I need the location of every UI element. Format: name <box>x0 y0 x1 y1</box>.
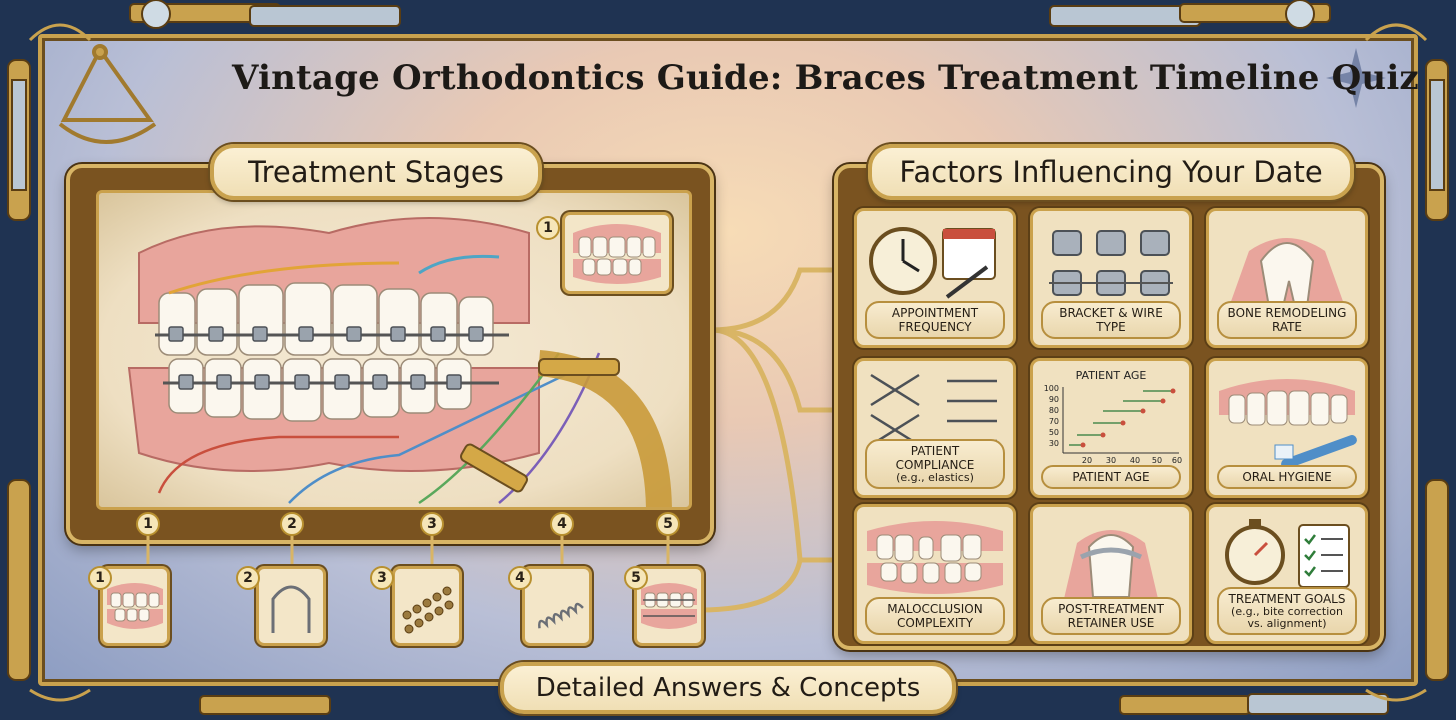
elastics-icon <box>870 373 997 447</box>
stage-card-badge: 5 <box>624 566 648 590</box>
factor-label: Bracket & Wire Type <box>1041 301 1181 339</box>
stage-marker-badge: 3 <box>420 512 444 536</box>
factor-card-patient-compliance[interactable]: Patient Compliance(e.g., elastics) <box>854 358 1016 498</box>
factor-label: Treatment Goals(e.g., bite correction vs… <box>1217 587 1357 635</box>
page-title: Vintage Orthodontics Guide: Braces Treat… <box>232 58 1419 98</box>
telescope-icon <box>129 0 1331 29</box>
braces-teeth-icon <box>641 583 697 629</box>
stage-card-5[interactable] <box>634 566 704 646</box>
age-chart-x-tick: 20 <box>1082 456 1092 465</box>
age-chart-x-tick: 60 <box>1172 456 1182 465</box>
stage-marker-badge: 1 <box>136 512 160 536</box>
factor-card-malocclusion-complexity[interactable]: Malocclusion Complexity <box>854 504 1016 644</box>
stage-card-2[interactable] <box>256 566 326 646</box>
stage-card-badge: 4 <box>508 566 532 590</box>
teeth-icon <box>573 224 661 284</box>
telescope-icon <box>199 693 1389 715</box>
age-chart-x-tick: 30 <box>1106 456 1116 465</box>
factor-card-oral-hygiene[interactable]: Oral Hygiene <box>1206 358 1368 498</box>
age-chart-y-tick: 50 <box>1049 428 1059 437</box>
age-chart-x-tick: 50 <box>1152 456 1162 465</box>
factor-label: Malocclusion Complexity <box>865 597 1005 635</box>
stage-card-badge: 2 <box>236 566 260 590</box>
spring-icon <box>538 602 584 629</box>
malocclusion-icon <box>867 521 1003 594</box>
factors-banner: Factors Influencing Your Date <box>868 144 1354 200</box>
flourish-icon <box>28 23 1428 702</box>
factor-label: Post-Treatment Retainer Use <box>1041 597 1181 635</box>
stage-thumbnail-card[interactable] <box>562 212 672 294</box>
factor-card-treatment-goals[interactable]: Treatment Goals(e.g., bite correction vs… <box>1206 504 1368 644</box>
compass-star-icon <box>1326 48 1386 108</box>
stage-card-badge: 1 <box>88 566 112 590</box>
stage-marker-badge: 4 <box>550 512 574 536</box>
stage-marker-badge: 2 <box>280 512 304 536</box>
factor-label: PATIENT AGE <box>1041 465 1181 489</box>
toothbrush-icon <box>1219 379 1357 469</box>
stopwatch-checklist-icon <box>1225 519 1350 588</box>
braces-teeth-icon <box>127 217 672 514</box>
age-chart-y-tick: 100 <box>1044 384 1059 393</box>
factor-label: Appointment Frequency <box>865 301 1005 339</box>
side-pillar-icon <box>7 59 1449 681</box>
sextant-icon <box>58 44 157 144</box>
stage-card-4[interactable] <box>522 566 592 646</box>
age-chart-y-tick: 30 <box>1049 439 1059 448</box>
treatment-stages-banner: Treatment Stages <box>210 144 542 200</box>
clock-calendar-icon <box>869 227 996 299</box>
age-chart-y-tick: 80 <box>1049 406 1059 415</box>
factor-card-bone-remodeling-rate[interactable]: Bone Remodeling Rate <box>1206 208 1368 348</box>
factor-card-appointment-frequency[interactable]: Appointment Frequency <box>854 208 1016 348</box>
factor-card-post-treatment-retainer-use[interactable]: Post-Treatment Retainer Use <box>1030 504 1192 644</box>
factor-label: Patient Compliance(e.g., elastics) <box>865 439 1005 489</box>
chain-elastics-icon <box>402 586 454 634</box>
age-chart-icon: PATIENT AGE 100 90 80 70 50 30 20 30 40 … <box>1044 369 1182 465</box>
factor-card-bracket-wire-type[interactable]: Bracket & Wire Type <box>1030 208 1192 348</box>
age-chart-y-tick: 90 <box>1049 395 1059 404</box>
tooth-bone-icon <box>1229 238 1345 308</box>
teeth-icon <box>107 583 163 629</box>
stage-card-badge: 3 <box>370 566 394 590</box>
age-chart-x-tick: 40 <box>1130 456 1140 465</box>
age-chart-title: PATIENT AGE <box>1076 369 1147 382</box>
factor-label: Bone Remodeling Rate <box>1217 301 1357 339</box>
stage-marker-badge: 5 <box>656 512 680 536</box>
detailed-answers-button[interactable]: Detailed Answers & Concepts <box>500 662 956 714</box>
teeth-illustration <box>96 190 692 514</box>
age-chart-y-tick: 70 <box>1049 417 1059 426</box>
stage-card-3[interactable] <box>392 566 462 646</box>
connector-lines <box>699 267 834 613</box>
factor-card-patient-age[interactable]: PATIENT AGE 100 90 80 70 50 30 20 30 40 … <box>1030 358 1192 498</box>
archwire-icon <box>271 585 311 633</box>
factor-label: Oral Hygiene <box>1217 465 1357 489</box>
brackets-icon <box>1049 230 1173 296</box>
stage-marker-badge: 1 <box>536 216 560 240</box>
retainer-icon <box>1063 530 1159 603</box>
